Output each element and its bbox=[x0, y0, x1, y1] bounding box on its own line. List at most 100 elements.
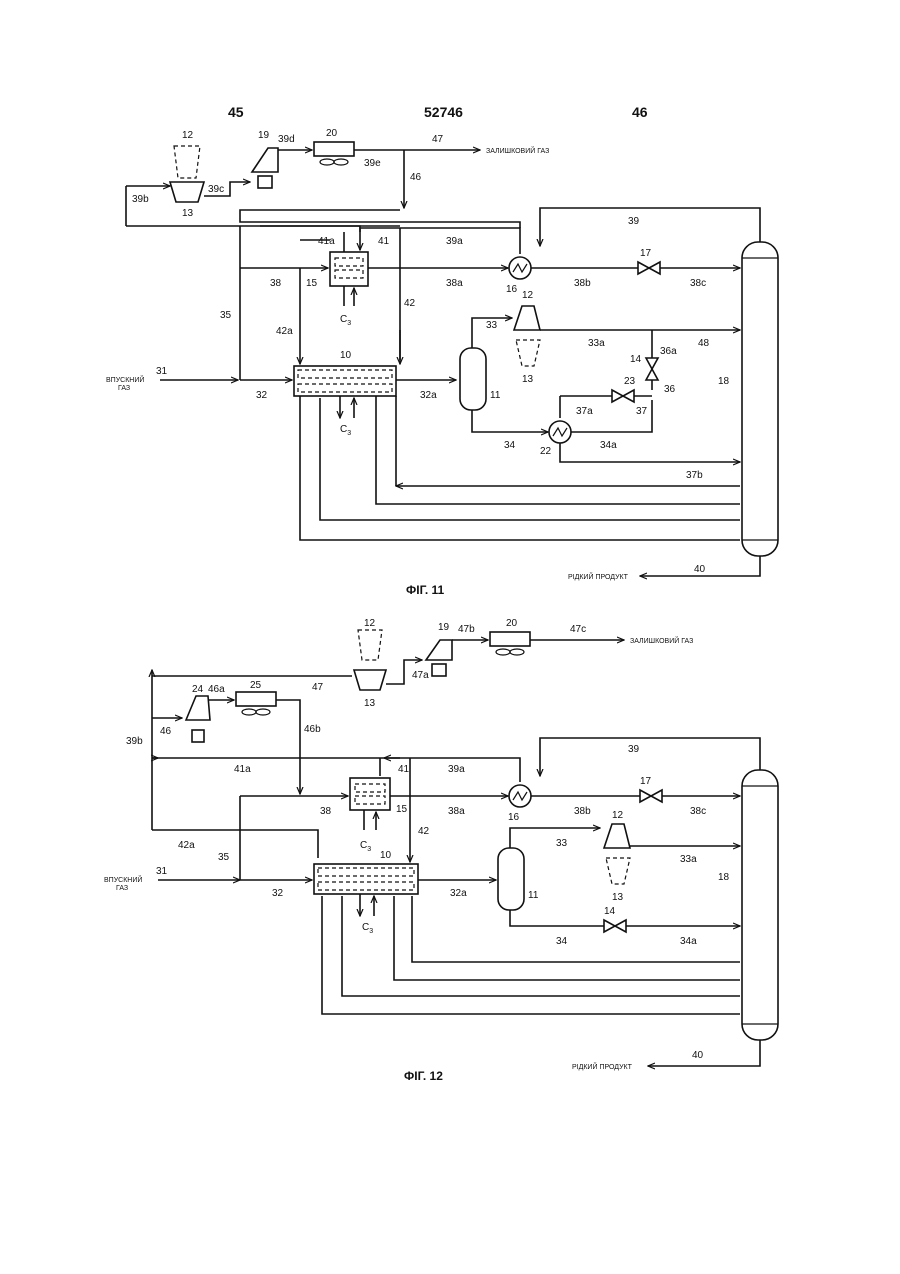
label-38c: 38c bbox=[690, 278, 706, 289]
f12-label-24: 24 bbox=[192, 684, 204, 695]
f12-c3-lower: C3 bbox=[362, 922, 373, 935]
label-17: 17 bbox=[640, 248, 652, 259]
f12-label-32a: 32a bbox=[450, 888, 467, 899]
label-37: 37 bbox=[636, 406, 648, 417]
c3-upper: C3 bbox=[340, 314, 351, 327]
f12-label-10: 10 bbox=[380, 850, 392, 861]
f12-label-32: 32 bbox=[272, 888, 284, 899]
label-48: 48 bbox=[698, 338, 710, 349]
label-18: 18 bbox=[718, 376, 730, 387]
valve-14 bbox=[646, 358, 658, 380]
label-22: 22 bbox=[540, 446, 552, 457]
valve-14-fig12 bbox=[604, 920, 626, 932]
c3-lower: C3 bbox=[340, 424, 351, 437]
f12-label-46a: 46a bbox=[208, 684, 225, 695]
f12-label-17: 17 bbox=[640, 776, 652, 787]
valve-17 bbox=[638, 262, 660, 274]
f12-label-34a: 34a bbox=[680, 936, 697, 947]
figure-12-caption: ФІГ. 12 bbox=[404, 1069, 443, 1083]
f12-label-14: 14 bbox=[604, 906, 616, 917]
f12-label-38b: 38b bbox=[574, 806, 591, 817]
cooler-20 bbox=[314, 142, 354, 165]
f12-label-13-top: 13 bbox=[364, 698, 376, 709]
f12-label-47a: 47a bbox=[412, 670, 429, 681]
expander-12-middle-fig12 bbox=[604, 824, 630, 884]
figure-12 bbox=[152, 630, 778, 1066]
f12-label-20: 20 bbox=[506, 618, 518, 629]
valve-23 bbox=[612, 390, 634, 402]
f12-label-41: 41 bbox=[398, 764, 410, 775]
label-41a: 41a bbox=[318, 236, 335, 247]
label-11: 11 bbox=[490, 390, 501, 401]
cooler-20-fig12 bbox=[490, 632, 530, 655]
label-12-middle: 12 bbox=[522, 290, 534, 301]
exchanger-10 bbox=[294, 366, 396, 396]
f12-label-38: 38 bbox=[320, 806, 332, 817]
f12-label-38a: 38a bbox=[448, 806, 465, 817]
label-14: 14 bbox=[630, 354, 642, 365]
compressor-19-fig12 bbox=[426, 640, 452, 676]
label-32a: 32a bbox=[420, 390, 437, 401]
f12-label-39: 39 bbox=[628, 744, 640, 755]
label-36: 36 bbox=[664, 384, 676, 395]
label-42: 42 bbox=[404, 298, 416, 309]
label-19: 19 bbox=[258, 130, 270, 141]
liquid-product-label: РІДКИЙ ПРОДУКТ bbox=[568, 572, 629, 581]
label-39a: 39a bbox=[446, 236, 463, 247]
f12-label-39b: 39b bbox=[126, 736, 143, 747]
cooler-25 bbox=[236, 692, 276, 715]
figure-11-caption: ФІГ. 11 bbox=[406, 583, 445, 597]
heat-exchanger-16-fig12 bbox=[509, 785, 531, 807]
label-23: 23 bbox=[624, 376, 636, 387]
label-15: 15 bbox=[306, 278, 318, 289]
compressor-24 bbox=[186, 696, 210, 742]
f12-label-42: 42 bbox=[418, 826, 430, 837]
label-46: 46 bbox=[410, 172, 422, 183]
label-35: 35 bbox=[220, 310, 232, 321]
f12-label-35: 35 bbox=[218, 852, 230, 863]
exchanger-10-fig12 bbox=[314, 864, 418, 894]
label-13-top: 13 bbox=[182, 208, 194, 219]
expander-12-middle bbox=[514, 306, 540, 366]
label-47: 47 bbox=[432, 134, 444, 145]
f12-label-39a: 39a bbox=[448, 764, 465, 775]
f12-label-46b: 46b bbox=[304, 724, 321, 735]
label-39d: 39d bbox=[278, 134, 295, 145]
label-10: 10 bbox=[340, 350, 352, 361]
f12-label-16: 16 bbox=[508, 812, 520, 823]
expander-12-top bbox=[170, 146, 204, 202]
f12-label-12-middle: 12 bbox=[612, 810, 624, 821]
f12-residue-gas-label: ЗАЛИШКОВИЙ ГАЗ bbox=[630, 636, 693, 645]
f12-label-31: 31 bbox=[156, 866, 168, 877]
f12-label-33: 33 bbox=[556, 838, 568, 849]
f12-c3-upper: C3 bbox=[360, 840, 371, 853]
label-33a: 33a bbox=[588, 338, 605, 349]
label-20: 20 bbox=[326, 128, 338, 139]
label-12-top: 12 bbox=[182, 130, 194, 141]
label-34: 34 bbox=[504, 440, 516, 451]
label-39e: 39e bbox=[364, 158, 381, 169]
f12-label-12-top: 12 bbox=[364, 618, 376, 629]
heat-exchanger-22 bbox=[549, 421, 571, 443]
label-34a: 34a bbox=[600, 440, 617, 451]
heat-exchanger-16 bbox=[509, 257, 531, 279]
label-32: 32 bbox=[256, 390, 268, 401]
label-13-middle: 13 bbox=[522, 374, 534, 385]
label-37b: 37b bbox=[686, 470, 703, 481]
f12-inlet-gas-line2: ГАЗ bbox=[116, 885, 128, 892]
f12-inlet-gas-line1: ВПУСКНИЙ bbox=[104, 875, 142, 884]
f12-label-13-middle: 13 bbox=[612, 892, 624, 903]
label-40: 40 bbox=[694, 564, 706, 575]
distillation-column-18 bbox=[742, 242, 778, 556]
f12-label-47: 47 bbox=[312, 682, 324, 693]
label-39b: 39b bbox=[132, 194, 149, 205]
f12-label-42a: 42a bbox=[178, 840, 195, 851]
f12-label-38c: 38c bbox=[690, 806, 706, 817]
f12-label-15: 15 bbox=[396, 804, 408, 815]
distillation-column-18-fig12 bbox=[742, 770, 778, 1040]
compressor-19 bbox=[252, 148, 278, 188]
f12-label-25: 25 bbox=[250, 680, 262, 691]
f12-label-47c: 47c bbox=[570, 624, 586, 635]
f12-label-19: 19 bbox=[438, 622, 450, 633]
